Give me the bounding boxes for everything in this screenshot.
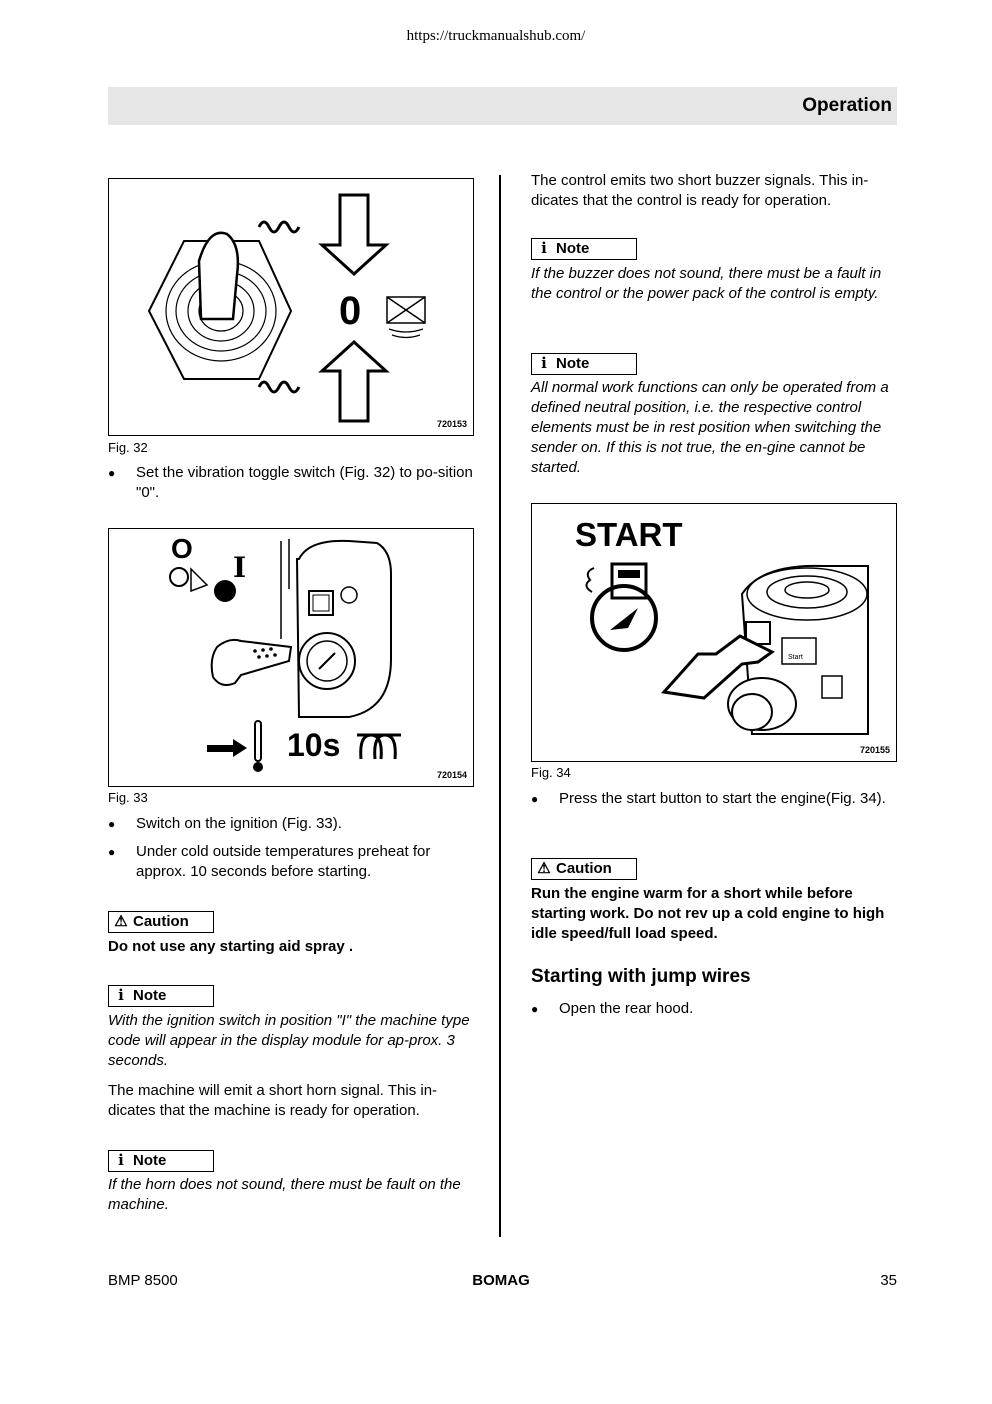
ignition-key-illustration: [169, 539, 401, 772]
warning-triangle-icon: ⚠: [114, 912, 128, 930]
vibration-off-icon: [386, 296, 426, 339]
start-label: START: [575, 516, 683, 553]
position-i-label: I: [233, 551, 247, 584]
info-icon: i: [541, 239, 547, 257]
source-url[interactable]: https://truckmanualshub.com/: [406, 28, 586, 44]
figure-33: O I 10s 720154: [108, 528, 474, 787]
figure-caption: Fig. 32: [108, 440, 148, 455]
figure-id: 720154: [436, 770, 467, 780]
preheat-time-label: 10s: [287, 727, 341, 763]
footer-brand: BOMAG: [472, 1272, 530, 1289]
list-item: Press the start button to start the engi…: [531, 789, 899, 809]
start-small-label: Start: [788, 654, 803, 661]
info-icon: i: [118, 986, 124, 1004]
list-item: Set the vibration toggle switch (Fig. 32…: [108, 463, 476, 503]
column-divider: [499, 175, 501, 1237]
info-icon: i: [118, 1151, 124, 1169]
list-item: Under cold outside temperatures preheat …: [108, 842, 476, 882]
paragraph: The machine will emit a short horn signa…: [108, 1082, 438, 1119]
info-icon: i: [541, 354, 547, 372]
figure-34: START Start 720155: [531, 503, 897, 762]
figure-caption: Fig. 33: [108, 790, 148, 805]
caution-text: Do not use any starting aid spray .: [108, 938, 354, 955]
warning-triangle-icon: ⚠: [537, 859, 551, 877]
footer-model: BMP 8500: [108, 1272, 178, 1289]
figure-32: 0 720153: [108, 178, 474, 436]
note-text: If the buzzer does not sound, there must…: [531, 265, 882, 302]
glow-plug-icon: [357, 733, 401, 760]
caution-tag: ⚠Caution: [108, 911, 214, 933]
caution-text: Run the engine warm for a short while be…: [531, 885, 885, 942]
figure-id: 720155: [859, 745, 890, 755]
paragraph: The control emits two short buzzer signa…: [531, 172, 869, 209]
note-text: With the ignition switch in position "I"…: [108, 1012, 470, 1069]
engine-start-icon: [585, 562, 658, 652]
list-item: Switch on the ignition (Fig. 33).: [108, 814, 476, 834]
caution-tag: ⚠Caution: [531, 858, 637, 880]
note-text: All normal work functions can only be op…: [531, 379, 889, 476]
figure-id: 720153: [436, 419, 467, 429]
page-number: 35: [880, 1272, 897, 1289]
section-title: Operation: [802, 95, 892, 116]
figure-caption: Fig. 34: [531, 765, 571, 780]
start-button-illustration: [585, 562, 869, 735]
position-o-label: O: [171, 533, 193, 564]
note-text: If the horn does not sound, there must b…: [108, 1176, 461, 1213]
position-zero-label: 0: [339, 289, 362, 333]
section-header: Operation: [108, 87, 897, 125]
toggle-switch-illustration: [147, 193, 426, 423]
list-item: Open the rear hood.: [531, 999, 899, 1019]
section-heading: Starting with jump wires: [531, 966, 751, 987]
